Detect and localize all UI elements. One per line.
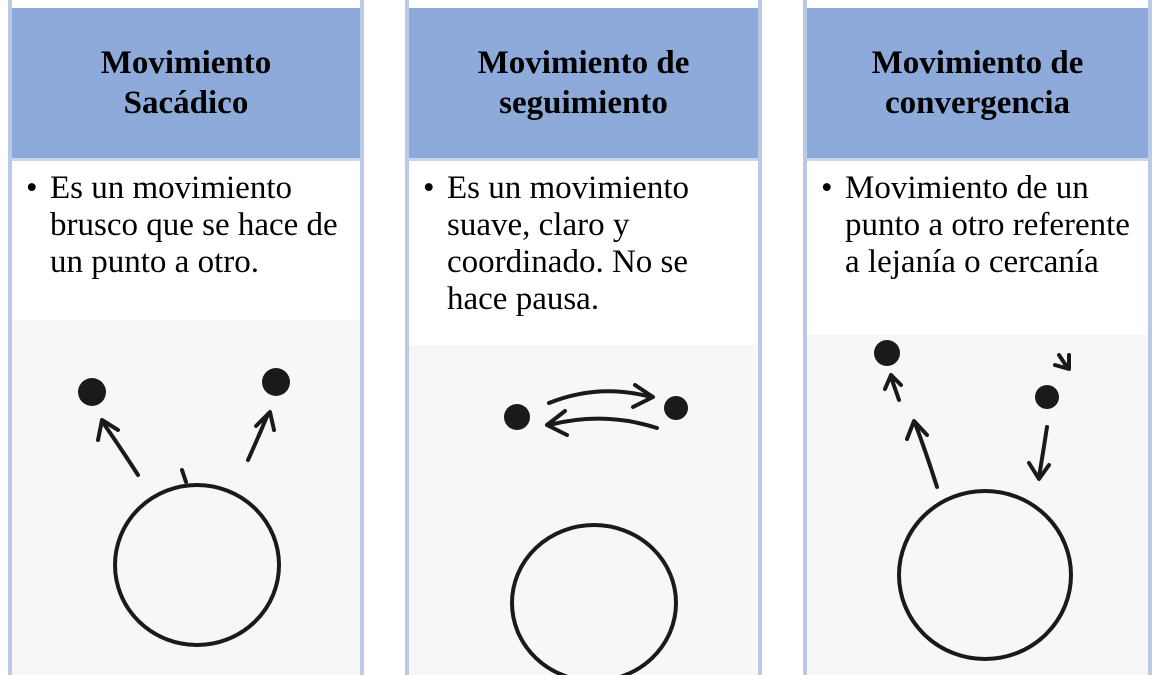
column-seguimiento: Movimiento de seguimiento • Es un movimi… — [405, 0, 762, 675]
title-sacadico: Movimiento Sacádico — [100, 45, 272, 121]
target-dot-right — [664, 396, 688, 420]
header-convergencia: Movimiento de convergencia — [807, 8, 1148, 161]
arrow-left — [547, 416, 659, 430]
column-sacadico: Movimiento Sacádico • Es un movimiento b… — [8, 0, 364, 675]
header-sacadico: Movimiento Sacádico — [12, 8, 360, 161]
bullet-marker: • — [423, 170, 435, 206]
bullet-text-convergencia: Movimiento de un punto a otro referente … — [845, 170, 1130, 280]
bullet-convergencia: • Movimiento de un punto a otro referent… — [821, 170, 1142, 281]
arrow-right — [547, 389, 653, 405]
arrow-near-bottom — [1037, 425, 1049, 479]
bullet-marker: • — [821, 170, 833, 206]
pursuit-sketch — [409, 345, 758, 675]
header-seguimiento: Movimiento de seguimiento — [409, 8, 758, 161]
target-dot-right — [262, 368, 290, 396]
target-dot-left — [504, 404, 530, 430]
bullet-marker: • — [26, 170, 38, 206]
arrow-far-lower — [913, 421, 939, 489]
saccadic-sketch — [12, 320, 360, 675]
arrow-left — [102, 422, 140, 477]
eye-circle — [113, 483, 281, 647]
eye-circle — [510, 523, 678, 675]
bullet-text-sacadico: Es un movimiento brusco que se hace de u… — [50, 170, 338, 280]
title-convergencia: Movimiento de convergencia — [871, 45, 1084, 121]
arrow-far-upper — [889, 375, 901, 402]
target-dot-far — [874, 340, 900, 366]
target-dot-near — [1035, 385, 1059, 409]
target-dot-left — [78, 378, 106, 406]
column-convergencia: Movimiento de convergencia • Movimiento … — [803, 0, 1152, 675]
title-seguimiento: Movimiento de seguimiento — [477, 45, 690, 121]
convergence-sketch — [807, 335, 1148, 675]
eye-notch — [180, 468, 188, 484]
bullet-sacadico: • Es un movimiento brusco que se hace de… — [26, 170, 354, 281]
arrow-right — [246, 412, 270, 462]
eye-circle — [897, 489, 1073, 661]
bullet-seguimiento: • Es un movimiento suave, claro y coordi… — [423, 170, 752, 318]
bullet-text-seguimiento: Es un movimiento suave, claro y coordina… — [447, 170, 689, 317]
arrow-near-top — [1057, 353, 1069, 369]
